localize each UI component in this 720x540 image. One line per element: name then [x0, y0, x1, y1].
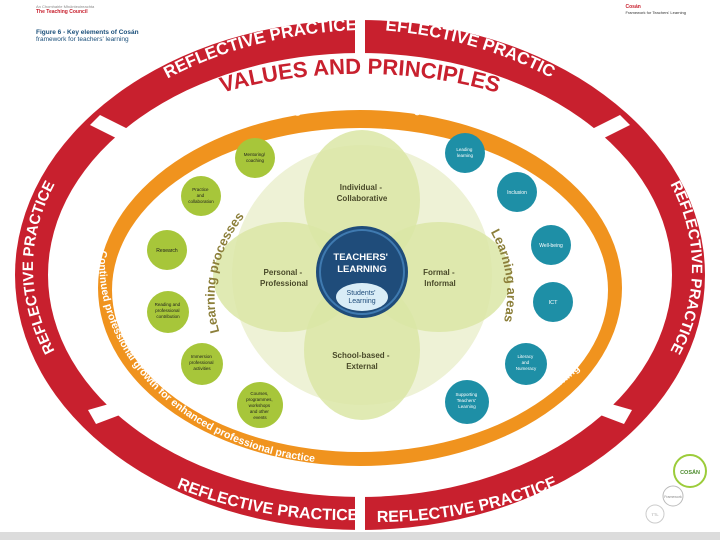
dimension-right-line1: Formal - [423, 268, 455, 277]
dimension-top-line1: Individual - [340, 183, 383, 192]
bubble-literacy-line2: and [522, 360, 530, 365]
bottom-strip [0, 532, 720, 540]
teachers-learning-label: TEACHERS' LEARNING [333, 252, 390, 275]
bubble-wellbeing-label: Well-being [539, 243, 563, 249]
learning-area-bubbles: Leading learning Inclusion Well-being IC… [445, 133, 573, 424]
bubble-practice-line1: Practice [192, 187, 209, 192]
students-learning-circle [336, 283, 388, 311]
header-right-subtitle: Framework for Teachers' Learning [625, 10, 687, 15]
bubble-leading-line2: learning [457, 153, 474, 158]
bubble-leading-line1: Leading [456, 147, 473, 152]
bubble-courses-label: Courses, programmes, workshops and other… [246, 391, 274, 420]
bubble-mentoring-label: Mentoring/ coaching [244, 152, 267, 163]
bubble-practice [181, 176, 221, 216]
teachers-learning-line2: LEARNING [337, 264, 387, 275]
petal-right [367, 222, 511, 332]
figure-caption-line1: Figure 6 - Key elements of Cosán [36, 29, 139, 36]
cosan-logo-sub2: TTL [651, 512, 659, 517]
dimension-left-line2: Professional [260, 279, 308, 288]
bubble-courses-line3: workshops [249, 403, 271, 408]
bubble-practice-label: Practice and collaboration [188, 187, 214, 204]
bubble-literacy [505, 343, 547, 385]
dimension-top-line2: Collaborative [337, 194, 388, 203]
bubble-literacy-line1: Literacy [517, 354, 534, 359]
dimension-left-line1: Personal - [264, 268, 303, 277]
bubble-ict [533, 282, 573, 322]
bubble-mentoring-line2: coaching [246, 158, 265, 163]
bubble-reading-label: Reading and professional contribution [155, 302, 182, 319]
teachers-learning-line1: TEACHERS' [333, 252, 388, 263]
bubble-literacy-line3: Numeracy [516, 366, 537, 371]
bubble-leading-label: Leading learning [456, 147, 473, 158]
bubble-reading-line1: Reading and [155, 302, 181, 307]
bubble-courses [237, 382, 283, 428]
figure-caption: Figure 6 - Key elements of Cosán framewo… [36, 29, 139, 43]
bubble-practice-line2: and [197, 193, 205, 198]
bubble-supporting-line1: Supporting [455, 392, 477, 397]
students-learning-line2: Learning [348, 298, 375, 305]
bubble-leading [445, 133, 485, 173]
bubble-supporting-line3: Learning [458, 404, 476, 409]
bubble-courses-line5: events [253, 415, 267, 420]
teachers-learning-circle-edge [319, 229, 405, 315]
bubble-immersion-line2: professional [189, 360, 213, 365]
cosan-logo: COSÁN Framework TTL [645, 454, 707, 524]
cosan-logo-second-circle [662, 485, 684, 507]
bubble-supporting-line2: Teachers' [457, 398, 476, 403]
dimension-bottom-line2: External [346, 362, 378, 371]
bubble-wellbeing [531, 225, 571, 265]
bubble-immersion-label: Immersion professional activities [189, 354, 215, 371]
cosan-logo-sub1: Framework [664, 495, 682, 499]
cosan-logo-third-circle [645, 504, 665, 524]
header-right-brand: Cosán [625, 4, 641, 10]
ring-gap-top [355, 10, 365, 60]
header-left-line1: An Chomhairle Mhúinteoireachta [36, 4, 95, 9]
bubble-supporting-label: Supporting Teachers' Learning [455, 392, 478, 409]
bubble-supporting [445, 380, 489, 424]
bubble-mentoring-line1: Mentoring/ [244, 152, 266, 157]
students-learning-line1: Students' [347, 290, 376, 297]
bubble-immersion-line3: activities [193, 366, 211, 371]
dimension-right: Formal - Informal [423, 268, 457, 288]
bubble-reading-line3: contribution [156, 314, 180, 319]
bubble-reading-line2: professional [155, 308, 179, 313]
students-learning-label: Students' Learning [347, 290, 378, 305]
bubble-inclusion-label: Inclusion [507, 190, 527, 196]
dimension-right-line2: Informal [424, 279, 456, 288]
bubble-immersion-line1: Immersion [191, 354, 213, 359]
header-left-brand: The Teaching Council [36, 9, 88, 15]
header-right: Cosán Framework for Teachers' Learning [626, 4, 687, 15]
petal-top [304, 130, 420, 270]
dimension-bottom-line1: School-based - [332, 351, 390, 360]
dimension-bottom: School-based - External [332, 351, 392, 371]
bubble-courses-line2: programmes, [246, 397, 273, 402]
dimension-left: Personal - Professional [260, 268, 308, 288]
learning-process-bubbles: Mentoring/ coaching Practice and collabo… [147, 138, 283, 428]
ring-gap-bottom [355, 490, 365, 540]
bubble-reading [147, 291, 189, 333]
bubble-immersion [181, 343, 223, 385]
bubble-inclusion [497, 172, 537, 212]
bubble-research [147, 230, 187, 270]
dimension-top: Individual - Collaborative [337, 183, 388, 203]
bubble-ict-label: ICT [549, 300, 559, 306]
bubble-courses-line4: and other [250, 409, 270, 414]
petal-left [213, 222, 357, 332]
bubble-courses-line1: Courses, [250, 391, 268, 396]
bubble-mentoring [235, 138, 275, 178]
figure-caption-line2: framework for teachers' learning [36, 36, 129, 43]
cosan-logo-main-circle [673, 454, 707, 488]
bubble-research-label: Research [156, 248, 178, 254]
cosan-logo-main-text: COSÁN [680, 469, 700, 476]
header-left: An Chomhairle Mhúinteoireachta The Teach… [36, 4, 94, 15]
bubble-literacy-label: Literacy and Numeracy [516, 354, 537, 371]
bubble-practice-line3: collaboration [188, 199, 214, 204]
